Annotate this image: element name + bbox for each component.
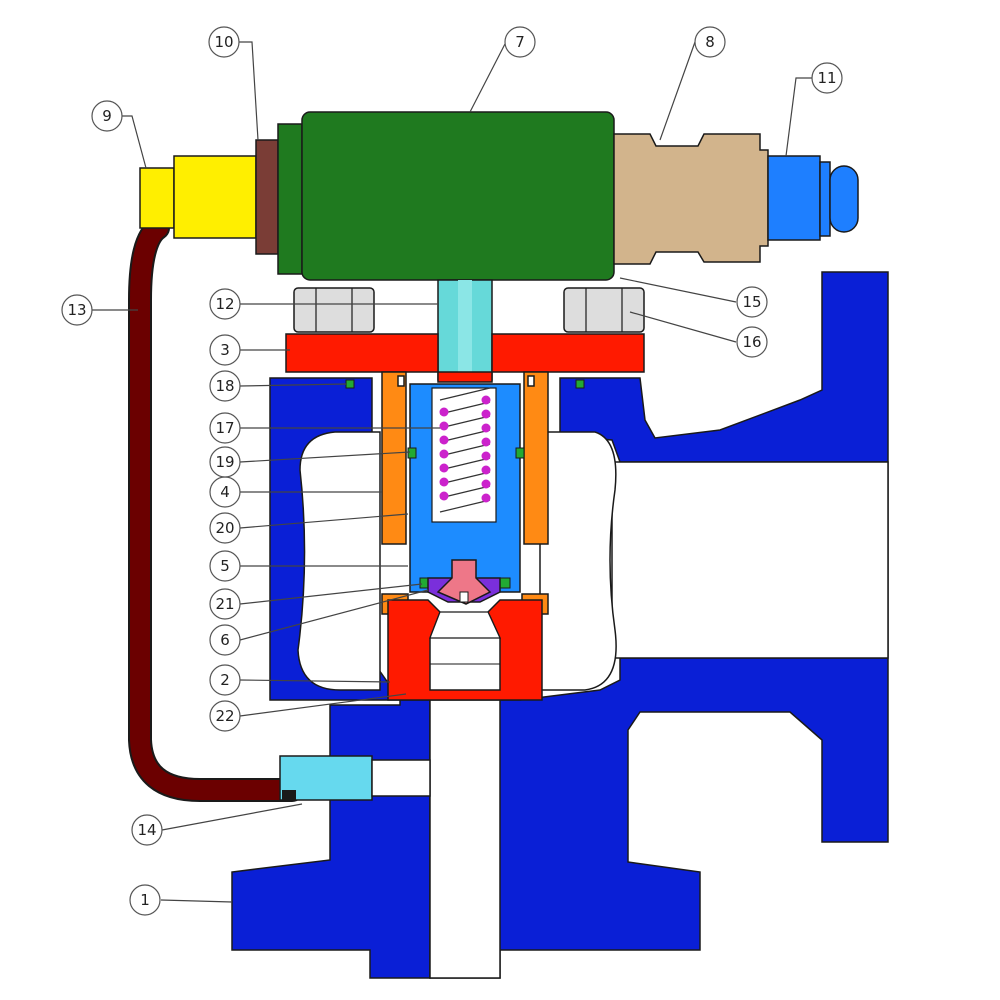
hex-nut-right: [563, 287, 645, 333]
callout-10: 10: [208, 26, 240, 58]
svg-text:18: 18: [215, 377, 234, 395]
callout-14: 14: [131, 814, 163, 846]
callout-12: 12: [209, 288, 241, 320]
callout-20: 20: [209, 512, 241, 544]
svg-text:5: 5: [220, 557, 230, 575]
svg-text:14: 14: [137, 821, 156, 839]
svg-text:12: 12: [215, 295, 234, 313]
pilot-ring: [255, 139, 279, 255]
callout-13: 13: [61, 294, 93, 326]
pilot-housing: [277, 111, 615, 281]
svg-text:6: 6: [220, 631, 230, 649]
callout-19: 19: [209, 446, 241, 478]
hex-nut-left: [293, 287, 375, 333]
svg-text:4: 4: [220, 483, 230, 501]
callout-8: 8: [694, 26, 726, 58]
callout-1: 1: [129, 884, 161, 916]
callout-7: 7: [504, 26, 536, 58]
svg-text:9: 9: [102, 107, 112, 125]
adjuster-body: [613, 133, 769, 265]
callout-16: 16: [736, 326, 768, 358]
svg-text:8: 8: [705, 33, 715, 51]
svg-text:10: 10: [214, 33, 233, 51]
valve-body: [231, 271, 889, 979]
callout-leaders: [92, 41, 812, 903]
svg-text:21: 21: [215, 595, 234, 613]
svg-text:15: 15: [742, 293, 761, 311]
svg-text:1: 1: [140, 891, 150, 909]
pilot-spring: [439, 387, 491, 513]
svg-text:19: 19: [215, 453, 234, 471]
svg-text:7: 7: [515, 33, 525, 51]
callout-18: 18: [209, 370, 241, 402]
callout-11: 11: [811, 62, 843, 94]
svg-text:20: 20: [215, 519, 234, 537]
svg-text:22: 22: [215, 707, 234, 725]
callout-3: 3: [209, 334, 241, 366]
callout-15: 15: [736, 286, 768, 318]
svg-text:17: 17: [215, 419, 234, 437]
svg-text:16: 16: [742, 333, 761, 351]
callout-5: 5: [209, 550, 241, 582]
callout-21: 21: [209, 588, 241, 620]
svg-text:11: 11: [817, 69, 836, 87]
connector-fitting: [139, 155, 257, 239]
callout-4: 4: [209, 476, 241, 508]
svg-text:2: 2: [220, 671, 230, 689]
callout-17: 17: [209, 412, 241, 444]
valve-disc: [427, 559, 501, 605]
callout-6: 6: [209, 624, 241, 656]
svg-text:13: 13: [67, 301, 86, 319]
adjuster-cap: [767, 155, 859, 241]
callout-22: 22: [209, 700, 241, 732]
svg-text:3: 3: [220, 341, 230, 359]
tube-fitting: [279, 755, 431, 801]
callout-9: 9: [91, 100, 123, 132]
callout-2: 2: [209, 664, 241, 696]
